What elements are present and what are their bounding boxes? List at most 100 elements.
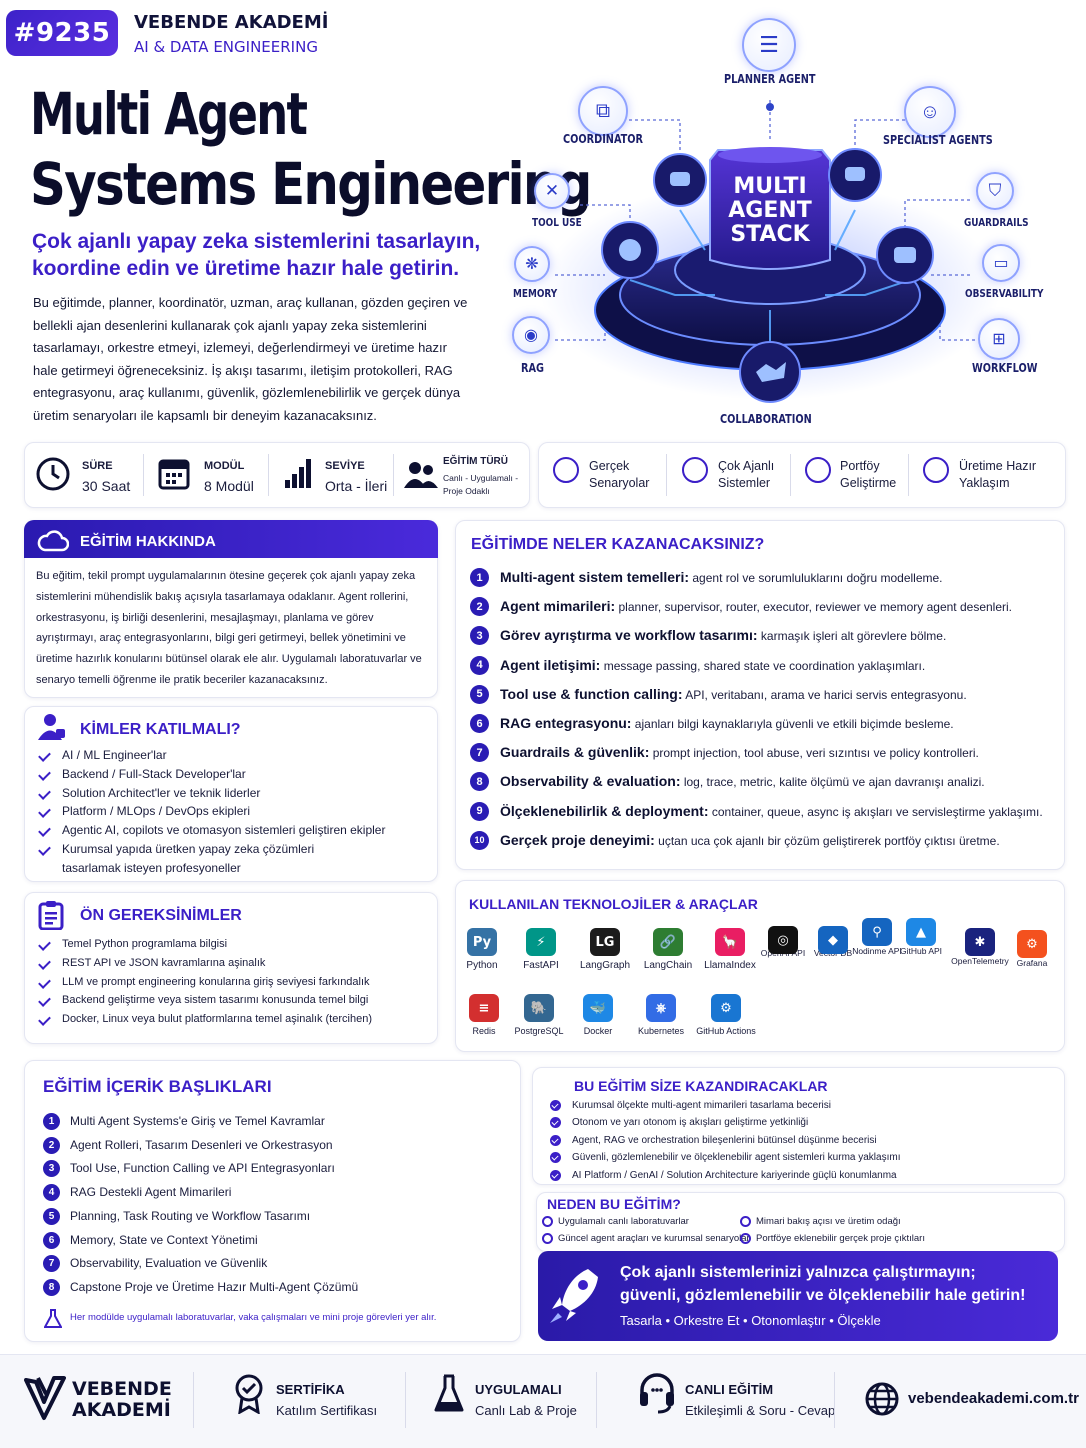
gain-item: Guardrails & güvenlik: prompt injection,… — [500, 744, 979, 760]
footer — [0, 1354, 1086, 1448]
number-badge: 5 — [43, 1207, 60, 1225]
number-badge: 1 — [470, 568, 489, 587]
gain-item-head: Ölçeklenebilirlik & deployment: — [500, 802, 709, 819]
footer-lab-sub: Canlı Lab & Proje — [475, 1403, 577, 1418]
divider — [666, 454, 667, 496]
check-circle-icon — [682, 457, 708, 483]
number-badge: 3 — [470, 626, 489, 646]
postgresql-icon: 🐘 — [524, 994, 554, 1022]
stat-duration-title: SÜRE — [82, 460, 113, 472]
content-item: Capstone Proje ve Üretime Hazır Multi-Ag… — [70, 1279, 359, 1294]
specialist-agents-icon: ☺ — [904, 86, 956, 138]
gain-item-head: Gerçek proje deneyimi: — [500, 831, 655, 848]
tech-label: LlamaIndex — [704, 960, 756, 971]
observability-icon: ▭ — [982, 244, 1020, 282]
tech-item: ≡Redis — [449, 994, 519, 1036]
tech-item: ◆Vector DB — [798, 926, 868, 958]
brand-name: VEBENDE AKADEMİ — [134, 12, 329, 33]
check-circle-icon — [553, 457, 579, 483]
footer-live-title: CANLI EĞİTİM — [685, 1382, 774, 1397]
content-item: RAG Destekli Agent Mimarileri — [70, 1185, 232, 1200]
number-badge: 10 — [470, 830, 489, 850]
stat-type-title: EĞİTİM TÜRÜ — [443, 456, 508, 467]
llamaindex-icon: 🦙 — [715, 928, 745, 956]
tech-item: 🐘PostgreSQL — [504, 994, 574, 1036]
gain-item-text: message passing, shared state ve coordin… — [600, 658, 926, 673]
headset-icon — [640, 1373, 674, 1414]
fastapi-icon: ⚡ — [526, 928, 556, 956]
content-item: Observability, Evaluation ve Güvenlik — [70, 1256, 268, 1271]
tech-item: ◎OpenAI API — [748, 926, 818, 958]
stack-title-line1: MULTI — [733, 174, 807, 199]
prereq-list: Temel Python programlama bilgisi REST AP… — [38, 935, 428, 1029]
number-badge: 7 — [470, 743, 489, 763]
redis-icon: ≡ — [469, 994, 499, 1022]
list-item: Agent, RAG ve orchestration bileşenlerin… — [548, 1132, 1048, 1149]
stats-bar — [24, 442, 530, 508]
tech-item: ⚙GitHub Actions — [691, 994, 761, 1036]
people-icon — [404, 462, 438, 488]
tech-label: OpenTelemetry — [951, 956, 1009, 966]
number-badge: 7 — [43, 1255, 60, 1273]
footer-website[interactable]: vebendeakademi.com.tr — [908, 1390, 1079, 1407]
footer-live-sub: Etkileşimli & Soru - Cevap — [685, 1403, 836, 1418]
tech-label: LangChain — [643, 960, 693, 971]
divider — [790, 454, 791, 496]
gain-item-head: Guardrails & güvenlik: — [500, 744, 650, 761]
langgraph-icon: LG — [590, 928, 620, 956]
divider — [834, 1372, 835, 1428]
content-item: Multi Agent Systems'e Giriş ve Temel Kav… — [70, 1114, 325, 1128]
audience-title: KİMLER KATILMALI? — [80, 721, 241, 738]
list-item: Otonom ve yarı otonom iş akışları gelişt… — [548, 1114, 1048, 1131]
content-item: Tool Use, Function Calling ve API Entegr… — [70, 1161, 335, 1176]
number-badge: 1 — [43, 1113, 60, 1130]
tech-item: 🐳Docker — [563, 994, 633, 1036]
why-item: Mimari bakış açısı ve üretim odağı — [740, 1216, 901, 1227]
gain-item-text: agent rol ve sorumluluklarını doğru mode… — [689, 571, 943, 585]
footer-logo-line2: AKADEMİ — [72, 1399, 171, 1421]
about-header — [24, 520, 438, 558]
why-item: Güncel agent araçları ve kurumsal senary… — [542, 1233, 750, 1244]
langchain-icon: 🔗 — [653, 928, 683, 956]
feature-3: Portföy Geliştirme — [840, 459, 897, 490]
page-title-line1: Multi Agent — [30, 80, 308, 148]
why-item: Uygulamalı canlı laboratuvarlar — [542, 1216, 689, 1227]
gain-item-head: Görev ayrıştırma ve workflow tasarımı: — [500, 627, 758, 644]
stat-level-value: Orta - İleri — [325, 478, 388, 494]
gain-item-text: container, queue, async iş akışları ve s… — [708, 804, 1043, 819]
coordinator-label: COORDINATOR — [563, 132, 644, 146]
stack-title-line3: STACK — [730, 222, 810, 247]
agent-stack-diagram: MULTI AGENT STACK ☰ PLANNER AGENT ⧉ COOR… — [500, 10, 1086, 438]
prereq-title: ÖN GEREKSİNİMLER — [80, 907, 242, 924]
number-badge: 8 — [43, 1278, 60, 1296]
specialist-agents-label: SPECIALIST AGENTS — [883, 133, 993, 147]
about-text: Bu eğitim, tekil prompt uygulamalarının … — [36, 570, 422, 686]
number-badge: 4 — [470, 655, 489, 675]
gain-item-head: Agent mimarileri: — [500, 598, 616, 615]
gain-item-text: ajanları bilgi kaynaklarıyla güvenli ve … — [631, 717, 954, 731]
cta-tags: Tasarla • Orkestre Et • Otonomlaştır • Ö… — [620, 1313, 881, 1328]
list-item: REST API ve JSON kavramlarına aşinalık — [38, 954, 428, 973]
divider — [393, 454, 394, 496]
gain-item-head: Multi-agent sistem temelleri: — [500, 569, 690, 585]
brand-subtitle: AI & DATA ENGINEERING — [134, 38, 318, 56]
list-item: Agentic AI, copilots ve otomasyon sistem… — [38, 821, 398, 840]
github-actions-icon: ⚙ — [711, 994, 741, 1022]
number-badge: 2 — [470, 597, 489, 617]
audience-list: AI / ML Engineer'lar Backend / Full-Stac… — [38, 746, 398, 878]
bars-icon — [285, 459, 311, 488]
number-badge: 9 — [470, 801, 489, 821]
gain-item-head: RAG entegrasyonu: — [500, 715, 632, 731]
list-item: Kurumsal ölçekte multi-agent mimarileri … — [548, 1097, 1048, 1114]
footer-logo-line1: VEBENDE — [72, 1378, 172, 1400]
benefits-list: Kurumsal ölçekte multi-agent mimarileri … — [548, 1097, 1048, 1184]
number-badge: 3 — [43, 1160, 60, 1178]
tech-label: Grafana — [1016, 958, 1048, 968]
feature-4: Üretime Hazır Yaklaşım — [959, 459, 1037, 490]
gain-item-text: uçtan uca çok ajanlı bir çözüm geliştire… — [654, 833, 1000, 848]
stat-modules-value: 8 Modül — [204, 478, 254, 494]
list-item: Kurumsal yapıda üretken yapay zeka çözüm… — [38, 840, 368, 878]
contents-note: Her modülde uygulamalı laboratuvarlar, v… — [70, 1312, 437, 1323]
